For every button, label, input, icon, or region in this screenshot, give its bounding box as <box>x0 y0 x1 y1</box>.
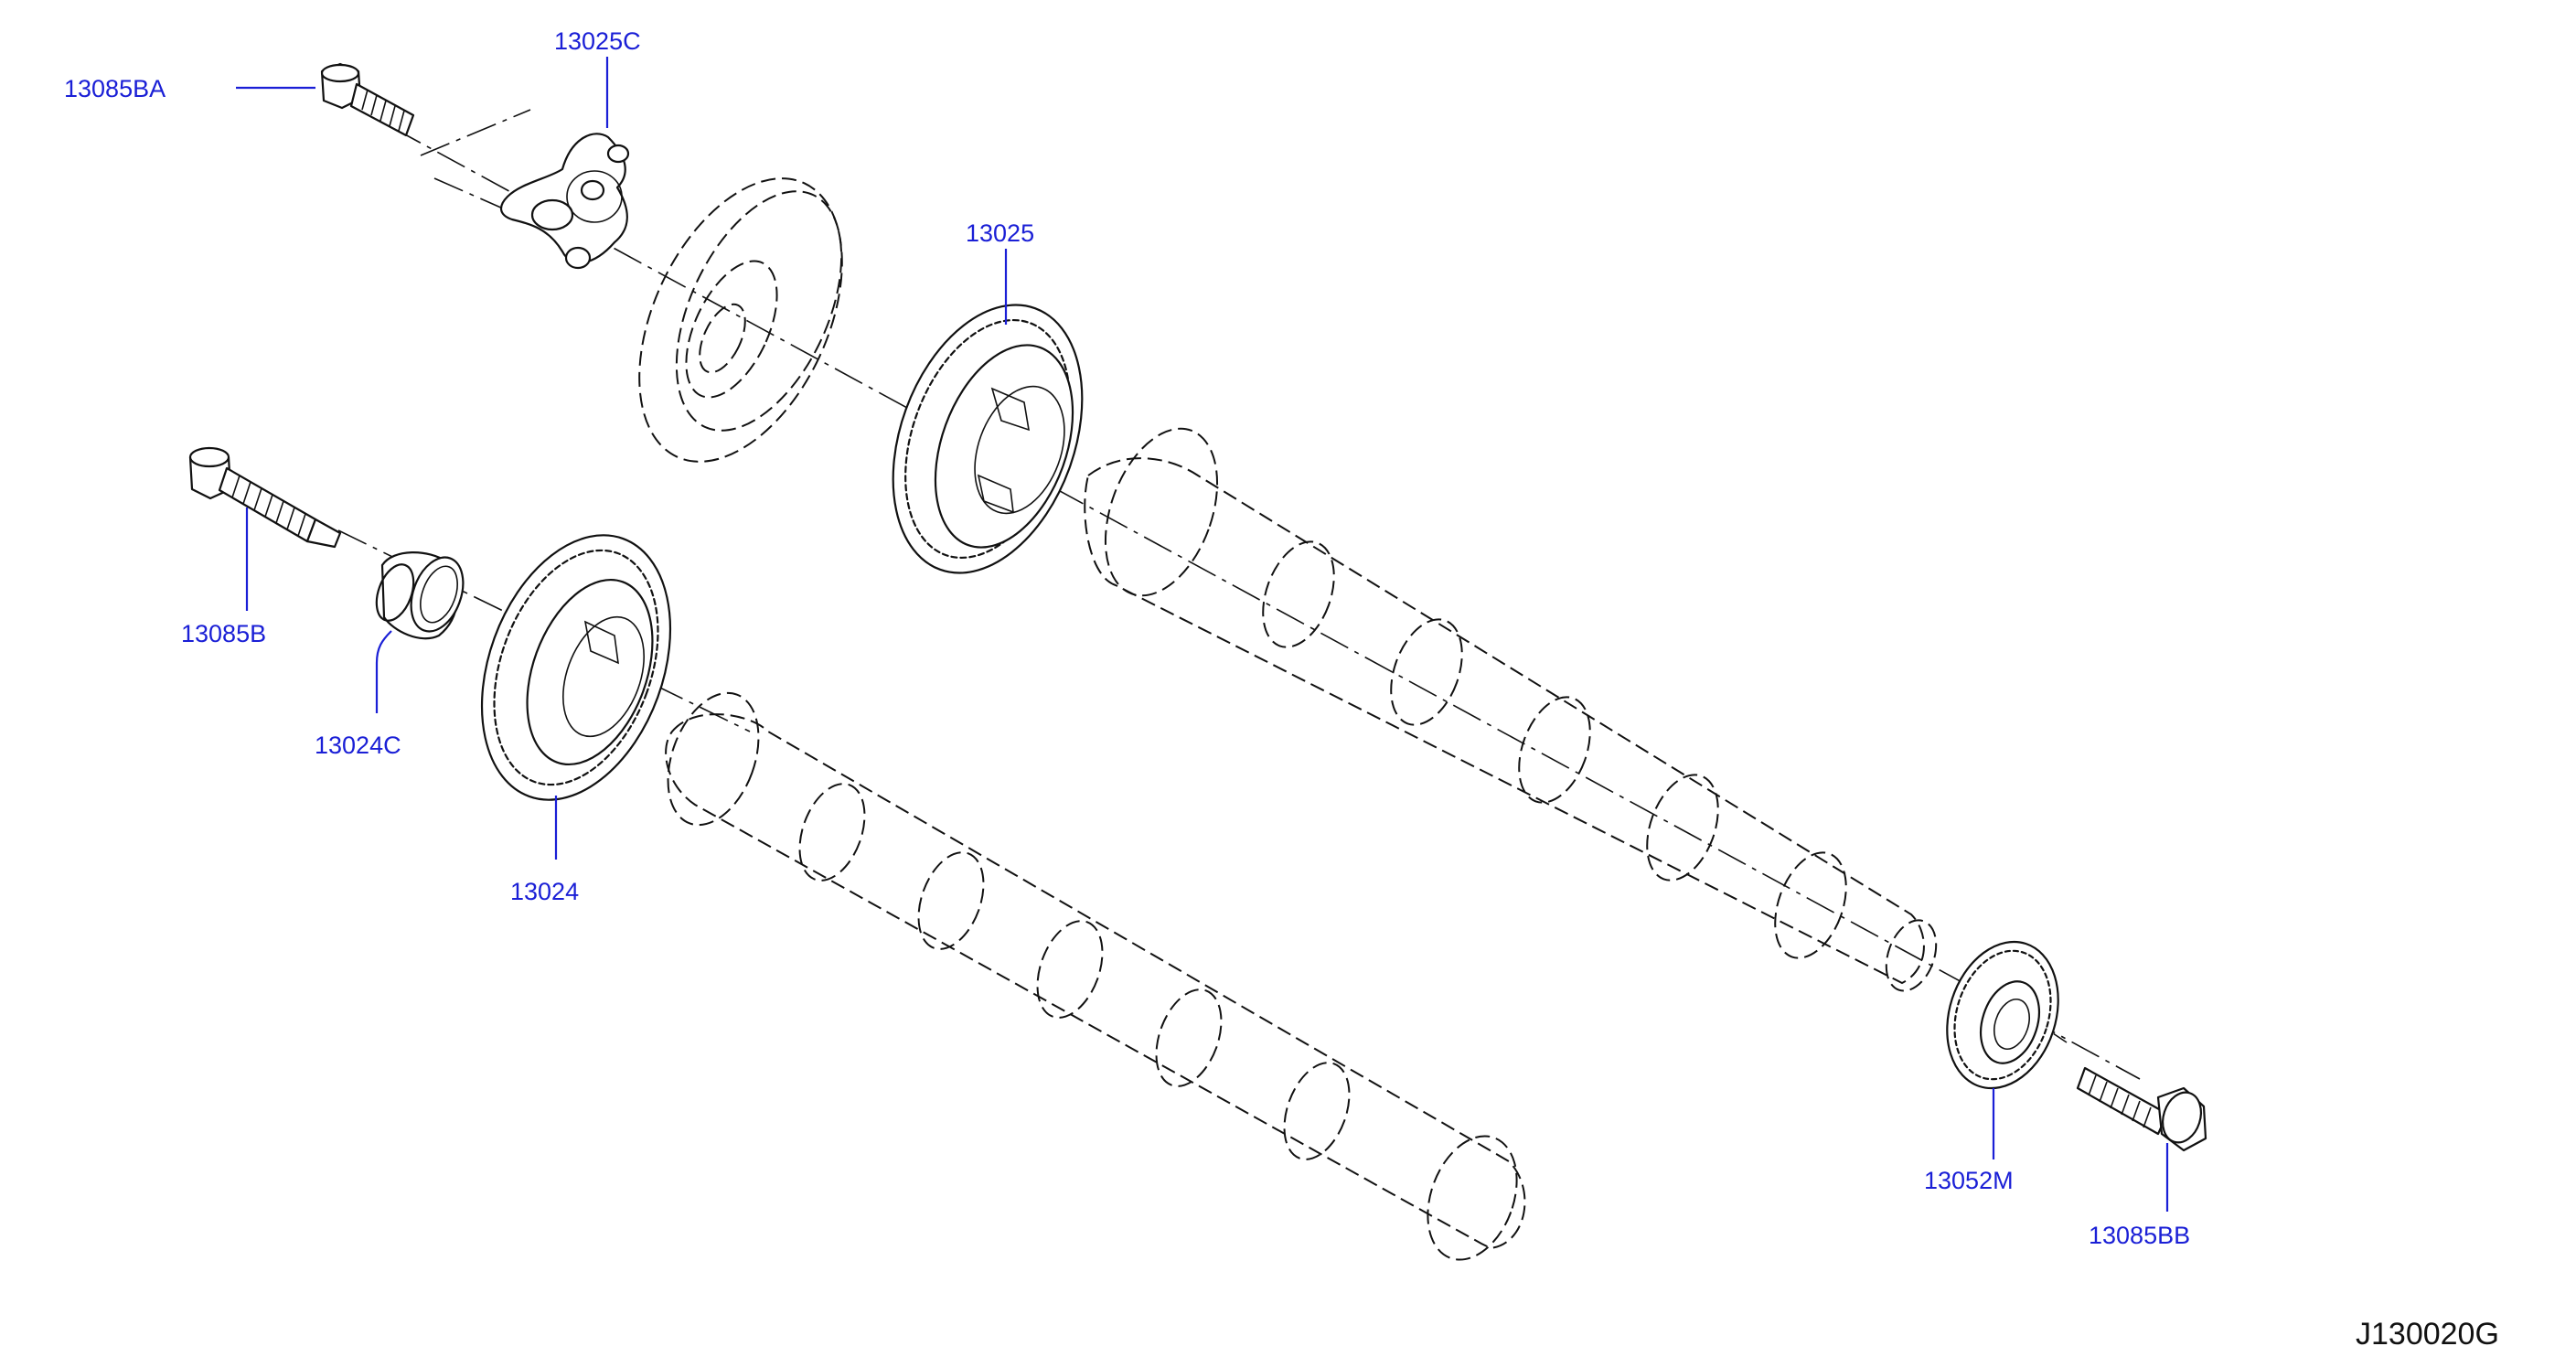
label-13024: 13024 <box>510 878 579 905</box>
gear-13052m[interactable] <box>1929 927 2076 1103</box>
sprocket-13024[interactable] <box>447 509 704 827</box>
leader-lines <box>236 57 2169 1212</box>
label-13085bb: 13085BB <box>2089 1222 2190 1249</box>
label-13024c: 13024C <box>315 732 401 759</box>
label-13025c: 13025C <box>554 27 641 55</box>
bolt-13085ba[interactable] <box>320 62 415 137</box>
collar-13024c[interactable] <box>369 550 473 640</box>
label-13025: 13025 <box>966 219 1034 247</box>
sprocket-dashed-outline <box>638 177 843 463</box>
camshaft-exhaust <box>1084 427 1938 992</box>
camshaft-intake <box>665 691 1526 1261</box>
diagram-code: J130020G <box>2356 1317 2499 1352</box>
bolt-13085bb[interactable] <box>2076 1066 2207 1152</box>
sprocket-13025[interactable] <box>859 279 1117 600</box>
label-13052m: 13052M <box>1924 1167 2014 1194</box>
plate-13025c[interactable] <box>500 133 630 270</box>
label-13085ba: 13085BA <box>64 75 166 102</box>
label-13085b: 13085B <box>181 620 266 647</box>
bolt-13085b[interactable] <box>188 446 342 549</box>
